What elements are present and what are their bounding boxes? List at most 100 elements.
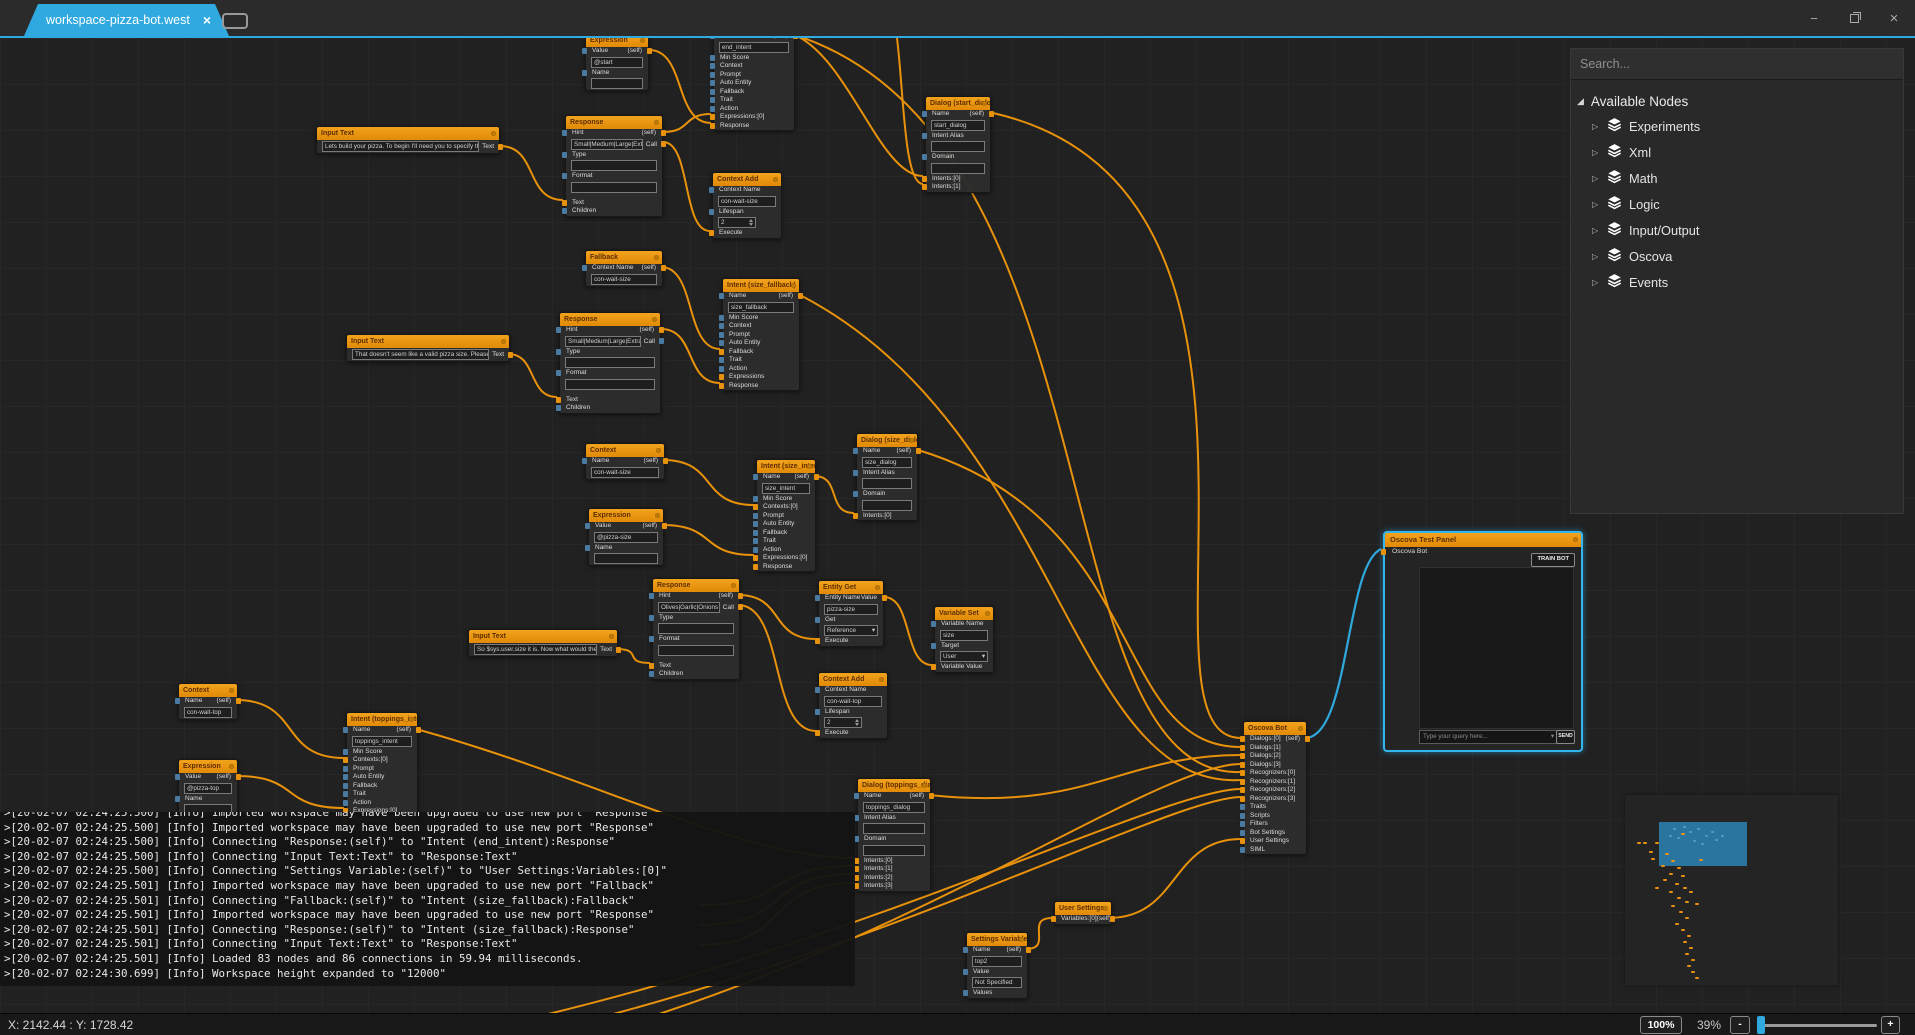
port-connector[interactable] xyxy=(710,71,715,78)
port-connector[interactable] xyxy=(1240,761,1245,768)
port-connector[interactable] xyxy=(922,111,927,117)
node-title[interactable]: Intent (size_fallback) xyxy=(723,279,799,292)
node-field[interactable]: That doesn't seem like a valid pizza siz… xyxy=(352,349,490,360)
port-connector[interactable] xyxy=(753,504,758,510)
port-connector[interactable] xyxy=(661,130,666,136)
port-connector[interactable] xyxy=(719,314,724,321)
tree-item-oscova[interactable]: ▷Oscova xyxy=(1577,243,1897,269)
port-connector[interactable] xyxy=(1240,846,1245,853)
port-connector[interactable] xyxy=(709,187,714,193)
collapse-dot-icon[interactable] xyxy=(731,583,736,588)
node-title[interactable]: Context xyxy=(586,444,664,457)
node-field[interactable] xyxy=(591,78,643,89)
train-bot-button[interactable]: TRAIN BOT xyxy=(1531,553,1575,567)
node-dialog-size[interactable]: Dialog (size_dialog)Name(self)size_dialo… xyxy=(853,433,921,521)
collapsed-triangle-icon[interactable]: ▷ xyxy=(1592,121,1599,131)
collapse-dot-icon[interactable] xyxy=(985,611,990,616)
port-connector[interactable] xyxy=(815,595,820,601)
port-connector[interactable] xyxy=(710,97,715,103)
close-icon[interactable]: × xyxy=(1889,9,1899,27)
port-connector[interactable] xyxy=(659,327,664,333)
port-connector[interactable] xyxy=(562,151,567,158)
port-connector[interactable] xyxy=(853,491,858,497)
number-stepper[interactable]: 2 xyxy=(824,717,862,728)
collapse-dot-icon[interactable] xyxy=(652,317,657,322)
port-connector[interactable] xyxy=(175,795,180,802)
node-field[interactable] xyxy=(565,357,655,368)
port-connector[interactable] xyxy=(882,595,887,601)
port-connector[interactable] xyxy=(508,351,513,358)
collapse-dot-icon[interactable] xyxy=(656,448,661,453)
port-connector[interactable] xyxy=(663,458,668,464)
port-connector[interactable] xyxy=(343,799,348,806)
port-connector[interactable] xyxy=(963,947,968,953)
port-connector[interactable] xyxy=(556,327,561,333)
port-connector[interactable] xyxy=(562,130,567,136)
node-title[interactable]: Expression xyxy=(589,509,663,522)
node-field[interactable]: con-wait-size xyxy=(591,273,657,285)
node-title[interactable]: Response xyxy=(566,116,662,129)
node-field[interactable]: start_dialog xyxy=(931,119,985,131)
restore-icon[interactable] xyxy=(1847,11,1861,26)
node-field[interactable] xyxy=(931,162,985,174)
node-title[interactable]: Expression xyxy=(179,760,237,773)
port-connector[interactable] xyxy=(616,646,621,653)
port-connector[interactable] xyxy=(1240,838,1245,844)
zoom-slider-handle[interactable] xyxy=(1757,1016,1765,1034)
port-connector[interactable] xyxy=(710,114,715,120)
port-connector[interactable] xyxy=(710,122,715,129)
port-connector[interactable] xyxy=(963,968,968,975)
port-connector[interactable] xyxy=(710,105,715,112)
node-oscova-test-panel[interactable]: Oscova Test Panel Oscova Bot TRAIN BOT T… xyxy=(1381,531,1583,752)
zoom-slider-track[interactable] xyxy=(1757,1024,1877,1027)
port-connector[interactable] xyxy=(343,774,348,780)
node-field[interactable]: Lets build your pizza. To begin I'll nee… xyxy=(322,141,480,152)
node-title[interactable]: Context xyxy=(179,684,237,697)
port-connector[interactable] xyxy=(556,370,561,376)
collapse-dot-icon[interactable] xyxy=(1019,937,1024,942)
port-connector[interactable] xyxy=(562,173,567,179)
node-field[interactable]: Small|Medium|Large|Extra Large xyxy=(565,335,641,347)
port-connector[interactable] xyxy=(922,154,927,160)
stepper-arrows-icon[interactable] xyxy=(854,719,859,726)
port-connector[interactable] xyxy=(647,48,652,54)
port-connector[interactable] xyxy=(753,474,758,480)
collapse-dot-icon[interactable] xyxy=(875,585,880,590)
node-dialog-toppings[interactable]: Dialog (toppings_dialog)Name(self)toppin… xyxy=(854,778,934,892)
collapse-dot-icon[interactable] xyxy=(1103,906,1108,911)
port-connector[interactable] xyxy=(1240,804,1245,810)
port-connector[interactable] xyxy=(582,265,587,271)
node-field[interactable] xyxy=(862,478,912,489)
query-input[interactable]: Type your query here... ▾ xyxy=(1419,730,1558,744)
collapse-dot-icon[interactable] xyxy=(909,438,914,443)
number-stepper[interactable]: 2 xyxy=(718,217,756,228)
node-field[interactable]: @start xyxy=(591,56,643,68)
node-field[interactable]: @pizza-size xyxy=(594,531,658,543)
port-connector[interactable] xyxy=(963,990,968,996)
tab-close-icon[interactable]: × xyxy=(202,12,211,28)
search-input[interactable] xyxy=(1571,49,1903,80)
port-connector[interactable] xyxy=(815,616,820,623)
node-field[interactable]: size_intent xyxy=(762,482,810,494)
port-connector[interactable] xyxy=(738,604,743,610)
port-connector[interactable] xyxy=(416,727,421,733)
port-connector[interactable] xyxy=(585,544,590,551)
collapse-dot-icon[interactable] xyxy=(773,177,778,182)
node-dialog-start[interactable]: Dialog (start_dialog)Name(self)start_dia… xyxy=(922,96,994,193)
node-title[interactable]: Expression xyxy=(586,38,648,47)
node-title[interactable]: Oscova Bot xyxy=(1244,722,1306,735)
tree-item-input-output[interactable]: ▷Input/Output xyxy=(1577,217,1897,243)
collapsed-triangle-icon[interactable]: ▷ xyxy=(1592,251,1599,261)
port-connector[interactable] xyxy=(343,808,348,814)
port-connector[interactable] xyxy=(175,774,180,780)
port-connector[interactable] xyxy=(815,687,820,693)
port-connector[interactable] xyxy=(719,348,724,355)
node-title[interactable]: Variable Set xyxy=(935,607,993,620)
port-connector[interactable] xyxy=(719,340,724,346)
